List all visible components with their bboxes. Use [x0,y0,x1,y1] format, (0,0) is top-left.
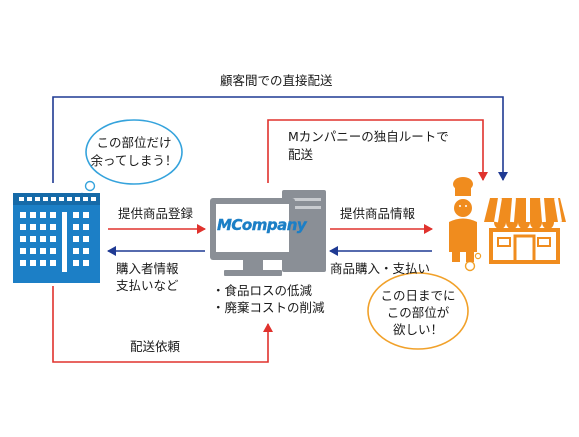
direct-delivery-label: 顧客間での直接配送 [220,73,333,88]
benefit-food-loss: ・食品ロスの低減 [212,283,313,298]
left-thought-bubble [78,119,183,200]
logo-text: MCompany [217,216,307,234]
right-bubble-line1: この日までに [380,288,456,303]
left-bubble-line2: 余ってしまう！ [90,153,178,168]
delivery-request-arrow [52,286,273,363]
benefit-disposal-cost: ・廃棄コストの削減 [212,300,325,315]
right-thought-bubble [367,252,482,350]
direct-delivery-arrow [52,96,508,183]
computer-icon [210,190,326,276]
provide-registration-label: 提供商品登録 [118,206,194,221]
buyer-info-label-line1: 購入者情報 [116,261,179,276]
buyer-info-label-line2: 支払いなど [116,278,179,293]
purchase-payment-label: 商品購入・支払い [330,261,431,276]
delivery-request-label: 配送依頼 [130,339,181,354]
m-company-route-label-line2: 配送 [288,147,314,162]
left-bubble-line1: この部位だけ [96,135,172,150]
mcompany-logo: MCompany [217,216,307,238]
storefront-icon [484,197,566,264]
m-company-route-label-line1: Mカンパニーの独自ルートで [288,129,449,144]
office-building-icon [13,193,100,283]
right-bubble-line3: 欲しい！ [392,322,443,337]
right-bubble-line2: この部位が [386,305,450,320]
m-company-route-arrow [267,119,488,183]
chef-icon [449,177,477,262]
provide-info-label: 提供商品情報 [340,206,416,221]
